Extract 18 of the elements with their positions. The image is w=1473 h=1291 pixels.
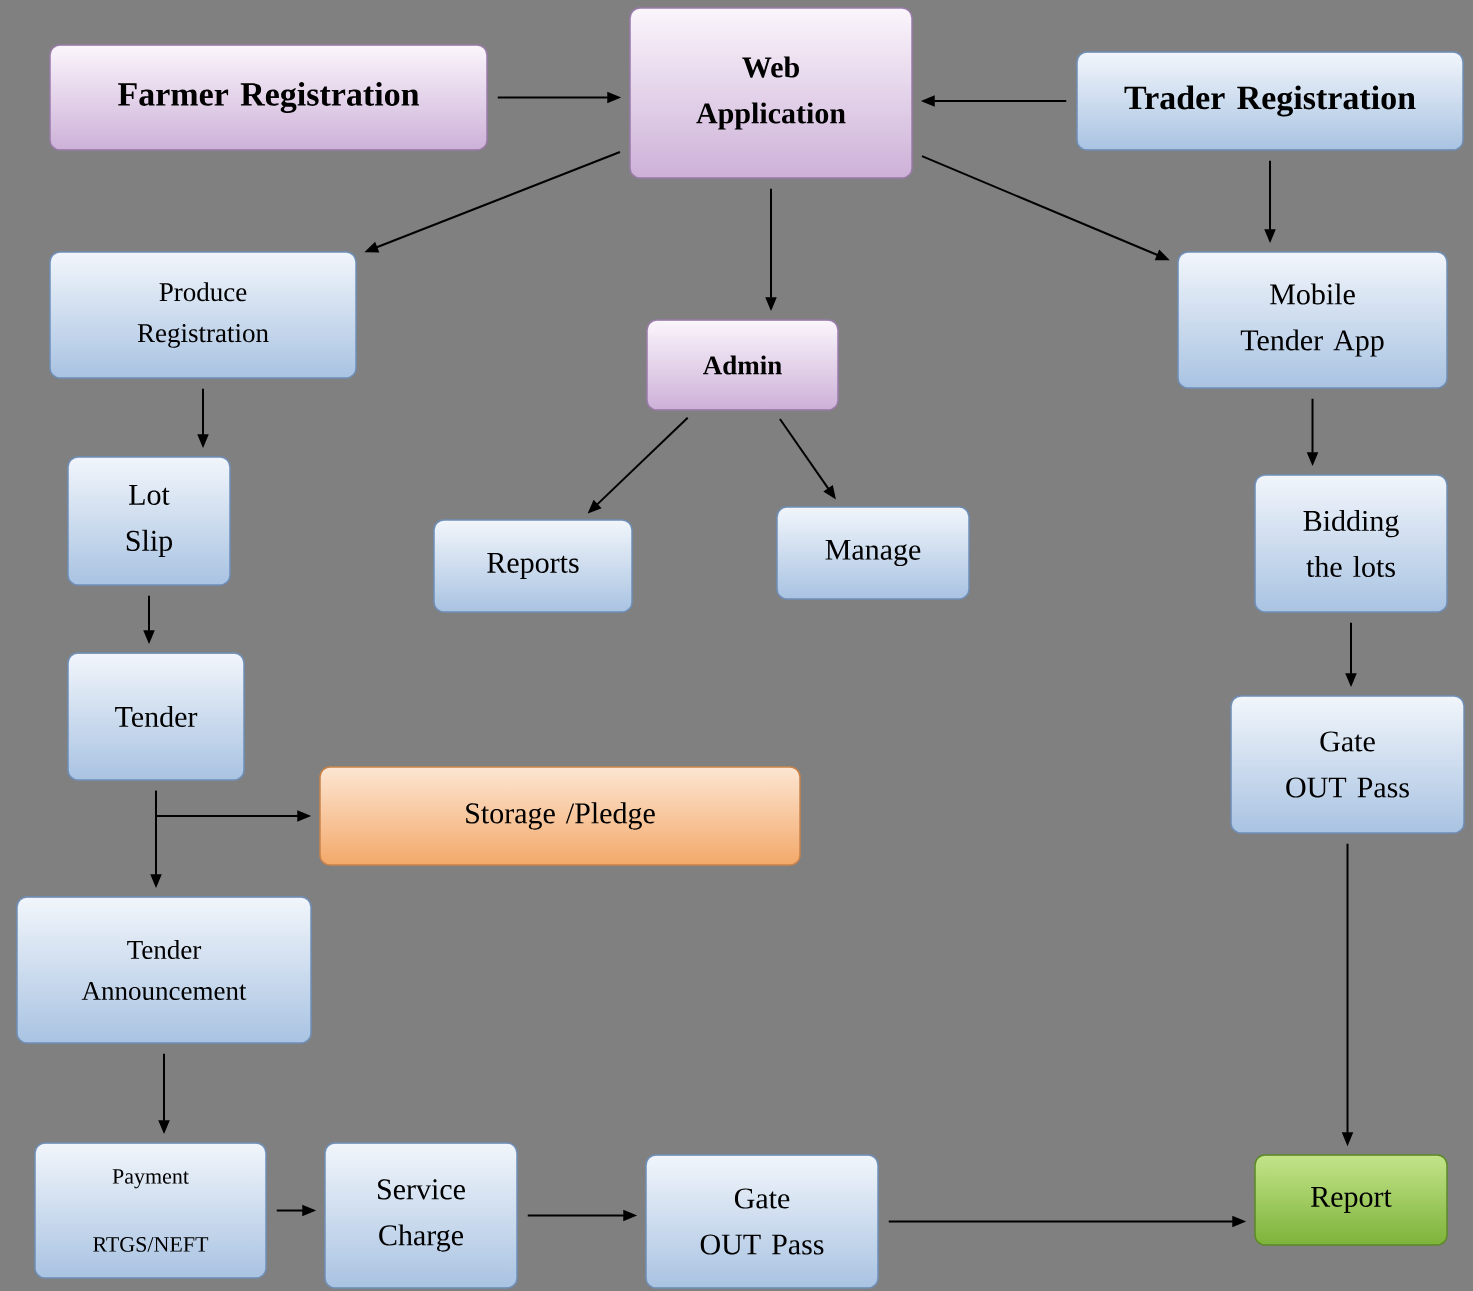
- process-box: Gate OUT Pass: [645, 1154, 879, 1289]
- process-box: Storage /Pledge: [319, 766, 801, 866]
- process-box: Payment RTGS/NEFT: [34, 1142, 267, 1279]
- process-box: Report: [1254, 1154, 1448, 1246]
- process-box: Bidding the lots: [1254, 474, 1448, 613]
- process-box: Web Application: [629, 7, 913, 179]
- process-box: Admin: [646, 319, 839, 411]
- process-box: Gate OUT Pass: [1230, 695, 1465, 834]
- process-box: Farmer Registration: [49, 44, 488, 151]
- process-box: Reports: [433, 519, 633, 613]
- process-box: Trader Registration: [1076, 51, 1464, 151]
- process-box: Lot Slip: [67, 456, 231, 586]
- process-box: Service Charge: [324, 1142, 518, 1289]
- process-box: Tender: [67, 652, 245, 781]
- process-box: Tender Announcement: [16, 896, 312, 1044]
- process-box: Mobile Tender App: [1177, 251, 1448, 389]
- process-box: Produce Registration: [49, 251, 357, 379]
- process-box: Manage: [776, 506, 970, 600]
